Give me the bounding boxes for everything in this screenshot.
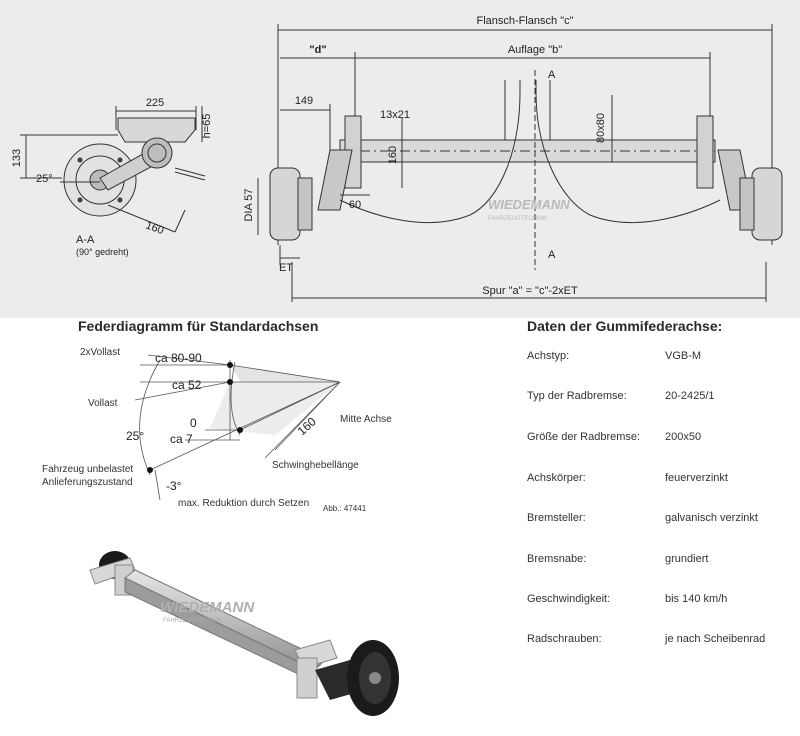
label-centre-axle: Mitte Achse [340, 414, 392, 425]
spec-row-axle-type: Achstyp: VGB-M [527, 350, 797, 370]
spec-value: 20-2425/1 [665, 390, 715, 402]
section-marker-bottom: A [548, 249, 556, 261]
spec-label: Achskörper: [527, 472, 586, 484]
spec-row-brake-hub: Bremsnabe: grundiert [527, 553, 797, 573]
spec-value: bis 140 km/h [665, 593, 728, 605]
dim-arm-160: 160 [144, 220, 165, 238]
spec-row-wheel-bolts: Radschrauben: je nach Scheibenrad [527, 633, 797, 653]
specs-title: Daten der Gummifederachse: [527, 318, 723, 334]
technical-drawing-svg: Flansch-Flansch "c" "d" Auflage "b" 149 … [11, 15, 783, 302]
dim-support-b: Auflage "b" [508, 44, 562, 56]
spec-row-axle-body: Achskörper: feuerverzinkt [527, 472, 797, 492]
spec-row-speed: Geschwindigkeit: bis 140 km/h [527, 593, 797, 613]
label-zero: 0 [190, 416, 197, 430]
label-minus-3: -3° [166, 479, 182, 493]
spec-value: 200x50 [665, 431, 702, 443]
spec-value: je nach Scheibenrad [665, 633, 766, 645]
spec-value: VGB-M [665, 350, 702, 362]
dim-dia-57: DIA 57 [243, 188, 255, 221]
spec-row-brake-plate: Bremsteller: galvanisch verzinkt [527, 512, 797, 532]
photo-watermark-sub: FAHRZEUGTECHNIK [163, 618, 222, 624]
spring-diagram-title: Federdiagramm für Standardachsen [78, 318, 319, 334]
label-arm-length: Schwinghebellänge [272, 460, 359, 471]
spec-label: Bremsnabe: [527, 553, 587, 565]
spec-label: Achstyp: [527, 350, 570, 362]
dim-160-height: 160 [387, 146, 399, 164]
technical-drawing: Flansch-Flansch "c" "d" Auflage "b" 149 … [0, 0, 800, 318]
figure-number: Abb.: 47441 [323, 504, 367, 513]
dim-80x80: 80x80 [595, 113, 607, 143]
dim-flange-flange: Flansch-Flansch "c" [476, 15, 573, 27]
dim-et: ET [279, 262, 293, 274]
dim-hole: 13x21 [380, 109, 410, 121]
dim-225: 225 [146, 97, 164, 109]
axle-product-photo: WIEDEMANN FAHRZEUGTECHNIK [89, 551, 399, 716]
spec-value: grundiert [665, 553, 709, 565]
spring-diagram: 2xVollast Vollast ca 80-90 ca 52 0 ca 7 … [42, 347, 392, 513]
dim-d: "d" [309, 44, 326, 56]
spec-label: Typ der Radbremse: [527, 390, 627, 402]
section-view-rotated: (90° gedreht) [76, 247, 129, 257]
watermark-sub: FAHRZEUGTECHNIK [488, 216, 547, 222]
dim-60: 60 [349, 199, 361, 211]
spec-label: Größe der Radbremse: [527, 431, 641, 443]
label-arm-length-value: 160 [295, 414, 319, 438]
dim-track-a: Spur "a" = "c"-2xET [482, 285, 578, 297]
spec-row-brake-type: Typ der Radbremse: 20-2425/1 [527, 390, 797, 410]
label-unladen: Fahrzeug unbelastet [42, 464, 133, 475]
spec-row-brake-size: Größe der Radbremse: 200x50 [527, 431, 797, 451]
dim-h65: h=65 [201, 114, 213, 139]
spec-value: galvanisch verzinkt [665, 512, 758, 524]
label-2x-full-load: 2xVollast [80, 347, 120, 358]
spec-label: Radschrauben: [527, 633, 602, 645]
dim-149: 149 [295, 95, 313, 107]
label-ca-52: ca 52 [172, 378, 202, 392]
spec-label: Bremsteller: [527, 512, 586, 524]
section-view-label: A-A [76, 234, 95, 246]
label-reduction: max. Reduktion durch Setzen [178, 498, 309, 509]
spec-value: feuerverzinkt [665, 472, 728, 484]
dim-25-deg: 25° [36, 173, 53, 185]
label-full-load: Vollast [88, 398, 118, 409]
watermark-brand: WIEDEMANN [488, 197, 570, 212]
label-angle-25: 25° [126, 429, 144, 443]
dim-133: 133 [11, 149, 23, 167]
section-marker-top: A [548, 69, 556, 81]
photo-watermark-brand: WIEDEMANN [160, 599, 255, 616]
label-delivery: Anlieferungszustand [42, 477, 133, 488]
label-ca-7: ca 7 [170, 432, 193, 446]
label-ca-80-90: ca 80-90 [155, 351, 202, 365]
spec-label: Geschwindigkeit: [527, 593, 611, 605]
